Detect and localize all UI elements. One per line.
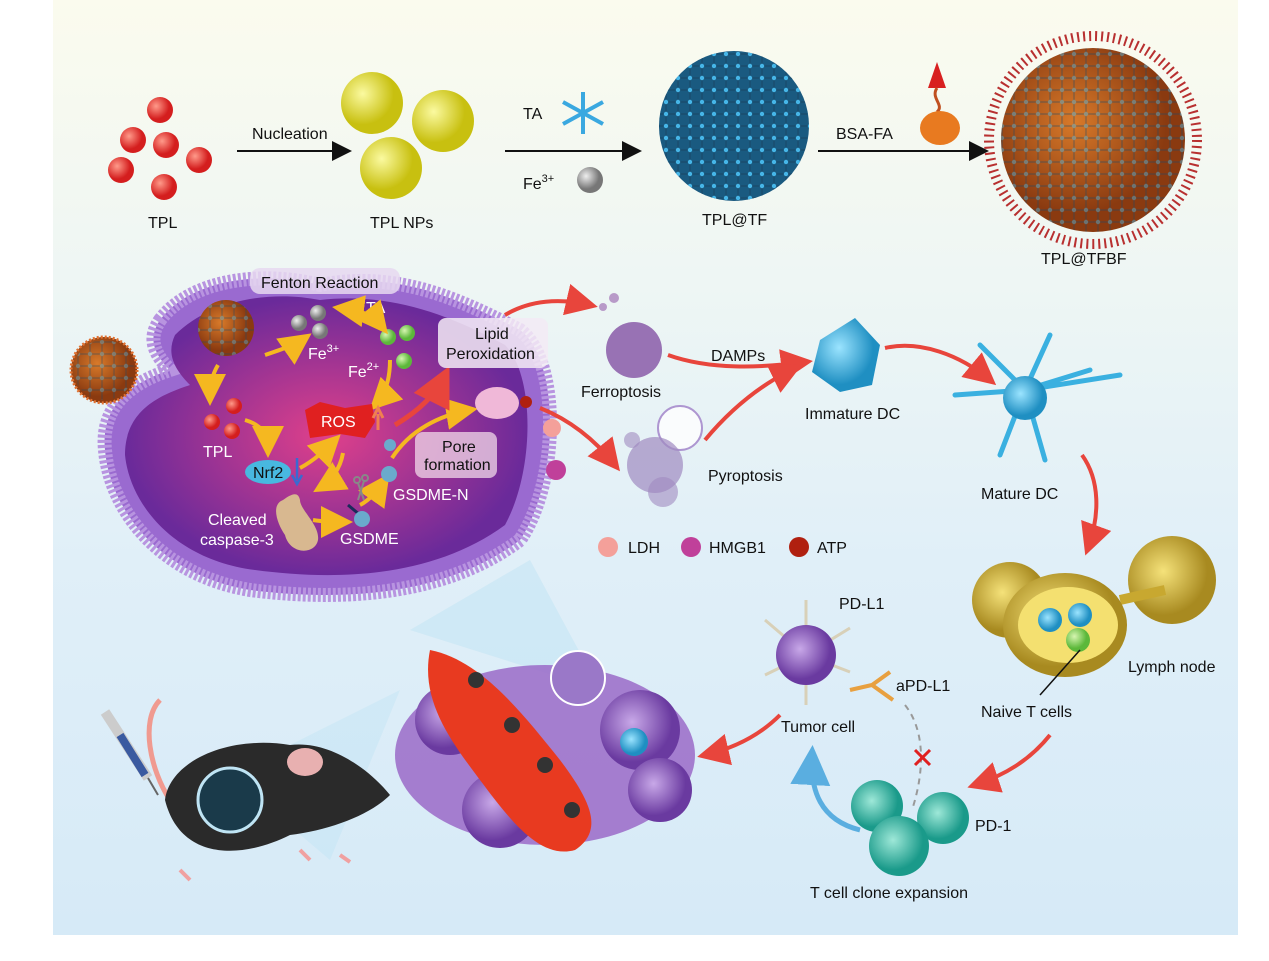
label-nrf2: Nrf2 [253,465,283,482]
gsdme-protein [354,511,370,527]
pyroptosis-cell [624,405,703,507]
mature-dc [952,332,1123,463]
label-caspase-3: caspase-3 [200,532,274,549]
mouse [146,698,390,882]
label-pd-l1: PD-L1 [839,596,884,613]
label-naive-t-cells: Naive T cells [981,704,1072,721]
legend-atp: ATP [789,537,847,557]
label-formation: formation [424,457,491,474]
label-damps: DAMPs [711,348,765,365]
fenton-label-box [250,268,400,294]
block-x-icon [913,748,932,767]
tpl-tfbf-nanoparticle [984,31,1202,249]
label-pyroptosis: Pyroptosis [708,468,783,485]
bsa-fa-icon [920,62,960,145]
label-ferroptosis: Ferroptosis [581,384,661,401]
gsdme-n-fragment [381,466,397,482]
label-gsdme: GSDME [340,531,399,548]
label-fenton-reaction: Fenton Reaction [261,275,378,292]
label-peroxidation: Peroxidation [446,346,535,363]
legend-ldh: LDH [598,537,660,557]
label-cleaved: Cleaved [208,512,267,529]
ta-molecule-icon [562,92,604,134]
label-pd-1: PD-1 [975,818,1012,835]
label-bsa-fa: BSA-FA [836,126,893,143]
svg-text:ATP: ATP [817,540,847,557]
label-ta: TA [523,106,543,123]
ferroptosis-cell [599,293,662,378]
scissors-icon [353,474,369,501]
damp-particles [543,419,566,480]
label-cell-tpl: TPL [203,444,232,461]
tumor-cell-pdl1 [764,600,851,705]
blue-arrow [790,745,861,833]
label-cell-fe3: Fe3+ [308,343,339,363]
tpl-molecules [108,97,212,200]
label-nucleation: Nucleation [252,126,328,143]
fe3-ions [291,305,328,339]
svg-text:HMGB1: HMGB1 [709,540,766,557]
caspase-3-protein [276,494,319,551]
label-tpl: TPL [148,215,177,232]
label-lipid: Lipid [475,326,509,343]
label-tpl-tf: TPL@TF [702,212,767,229]
tpl-nanoparticles [341,72,474,199]
tpl-tf-nanoparticle [659,51,809,201]
lymph-node [972,536,1216,696]
gsdme-pore [475,387,532,419]
syringe-icon [100,709,159,796]
nanoparticle-outside [69,335,139,405]
tpl-intracellular [204,398,242,439]
nanoparticle-inside [198,300,254,356]
label-fe3: Fe3+ [523,173,554,193]
label-pore: Pore [442,439,476,456]
label-tpl-nps: TPL NPs [370,215,433,232]
label-mature-dc: Mature DC [981,486,1058,503]
label-tumor-cell: Tumor cell [781,719,855,736]
svg-text:LDH: LDH [628,540,660,557]
label-apd-l1: aPD-L1 [896,678,950,695]
ros-blob [305,402,375,438]
legend: LDH HMGB1 ATP [598,537,847,557]
arrow-to-lipid-peroxidation [393,366,450,428]
lipid-label-box [438,318,548,368]
label-immature-dc: Immature DC [805,406,900,423]
pore-label-box [415,432,497,478]
zoom-cone [410,560,600,690]
immature-dc [812,318,880,392]
legend-hmgb1: HMGB1 [681,537,766,557]
apd-l1-antibody-icon [849,670,895,702]
blocking-line [904,704,923,811]
nrf2-down-arrow-icon [290,458,304,487]
label-ros: ROS [321,414,356,431]
label-t-cell-expansion: T cell clone expansion [810,885,968,902]
label-cell-fe2: Fe2+ [348,361,379,381]
red-flow-arrows [503,283,1112,793]
ros-up-arrow-icon [371,404,385,430]
label-lymph-node: Lymph node [1128,659,1216,676]
t-cell-cluster [851,780,969,876]
gsdme-n-fragment-small [384,439,396,451]
tumor-tissue [395,650,695,852]
nrf2-badge [245,460,291,484]
label-tpl-tfbf: TPL@TFBF [1041,251,1127,268]
cell-yellow-arrows [194,295,478,538]
label-gsdme-n: GSDME-N [393,487,469,504]
fe-ion-icon [577,167,603,193]
